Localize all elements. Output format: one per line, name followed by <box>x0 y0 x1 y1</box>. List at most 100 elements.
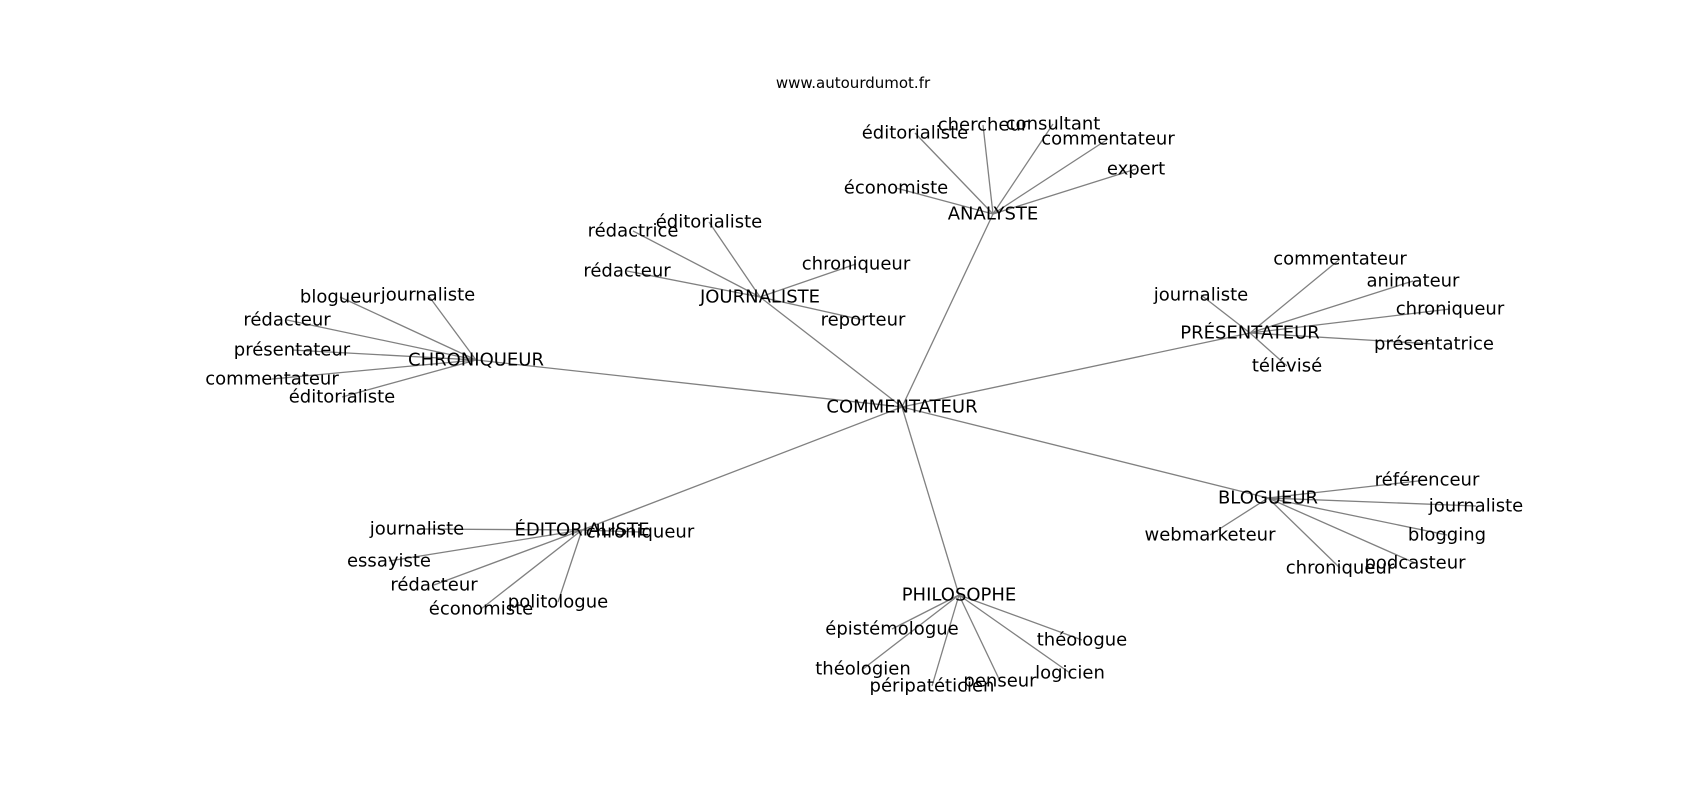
edge-hub-leaf <box>992 123 1054 215</box>
edge-hub-leaf <box>992 168 1137 215</box>
edge-root-hub <box>901 406 1269 499</box>
leaf-node-label: éditorialiste <box>656 212 763 233</box>
leaf-node-label: éditorialiste <box>862 123 969 144</box>
leaf-node-label: télévisé <box>1252 356 1322 377</box>
leaf-node-label: essayiste <box>347 551 431 572</box>
leaf-node-label: blogueur <box>300 287 381 308</box>
leaf-node-label: commentateur <box>1273 249 1407 270</box>
edge-hub-leaf <box>1267 479 1428 499</box>
leaf-node-label: chroniqueur <box>802 254 911 275</box>
edge-hub-leaf <box>1209 497 1269 536</box>
edge-hub-leaf <box>626 270 761 298</box>
edge-hub-leaf <box>1267 497 1477 507</box>
leaf-node-label: théologue <box>1037 630 1127 651</box>
edge-hub-leaf <box>632 230 761 298</box>
graph-labels: www.autourdumot.fr COMMENTATEURANALYSTEé… <box>205 74 1523 697</box>
edge-hub-leaf <box>341 359 477 398</box>
edge-root-hub <box>759 296 903 408</box>
edge-hub-leaf <box>992 138 1109 215</box>
leaf-node-label: éditorialiste <box>289 387 396 408</box>
edge-hub-leaf <box>982 124 994 215</box>
leaf-node-label: politologue <box>508 592 608 613</box>
edge-hub-leaf <box>427 294 477 361</box>
leaf-node-label: penseur <box>963 671 1037 692</box>
hub-node-label: ANALYSTE <box>948 204 1039 225</box>
edge-hub-leaf <box>1249 280 1414 334</box>
edge-hub-leaf <box>759 296 864 321</box>
edge-hub-leaf <box>1249 332 1288 367</box>
edge-root-hub <box>475 359 903 408</box>
edge-hub-leaf <box>958 594 1083 641</box>
leaf-node-label: rédacteur <box>243 310 331 331</box>
leaf-node-label: blogging <box>1408 525 1486 546</box>
leaf-node-label: péripatéticien <box>870 676 995 697</box>
edge-hub-leaf <box>557 529 583 603</box>
hub-node-label: PHILOSOPHE <box>902 585 1017 606</box>
edge-hub-leaf <box>862 594 960 670</box>
edge-root-hub <box>581 406 903 531</box>
edge-hub-leaf <box>1249 308 1451 334</box>
leaf-node-label: podcasteur <box>1364 553 1466 574</box>
edge-hub-leaf <box>1267 497 1341 569</box>
edge-hub-leaf <box>286 319 477 361</box>
leaf-node-label: journaliste <box>1428 496 1523 517</box>
leaf-node-label: chroniqueur <box>586 522 695 543</box>
edge-hub-leaf <box>1267 497 1416 564</box>
leaf-node-label: rédacteur <box>583 261 671 282</box>
edge-hub-leaf <box>388 529 583 562</box>
leaf-node-label: présentatrice <box>1374 334 1494 355</box>
leaf-node-label: chercheur <box>938 115 1029 136</box>
hub-node-label: CHRONIQUEUR <box>408 350 544 371</box>
leaf-node-label: rédacteur <box>390 575 478 596</box>
root-node-label: COMMENTATEUR <box>826 397 977 418</box>
edge-hub-leaf <box>708 221 761 298</box>
leaf-node-label: journaliste <box>1153 285 1248 306</box>
edge-root-hub <box>901 332 1251 408</box>
edge-root-hub <box>901 213 994 408</box>
leaf-node-label: journaliste <box>380 285 475 306</box>
leaf-node-label: référenceur <box>1375 470 1480 491</box>
edge-hub-leaf <box>416 528 583 531</box>
edge-hub-leaf <box>339 296 477 361</box>
leaf-node-label: logicien <box>1035 663 1105 684</box>
leaf-node-label: commentateur <box>1041 129 1175 150</box>
edge-hub-leaf <box>914 132 994 215</box>
edge-hub-leaf <box>291 349 477 361</box>
leaf-node-label: économiste <box>844 178 948 199</box>
edge-hub-leaf <box>480 529 583 610</box>
site-label: www.autourdumot.fr <box>776 74 931 92</box>
leaf-node-label: théologien <box>815 659 910 680</box>
edge-hub-leaf <box>931 594 960 687</box>
leaf-node-label: webmarketeur <box>1145 525 1277 546</box>
edge-hub-leaf <box>895 187 994 215</box>
leaf-node-label: reporteur <box>821 310 906 331</box>
graph-edges <box>271 123 1477 687</box>
edge-hub-leaf <box>1200 294 1251 334</box>
edge-hub-leaf <box>891 594 960 630</box>
leaf-node-label: chroniqueur <box>1286 558 1395 579</box>
edge-hub-leaf <box>759 263 857 298</box>
hub-node-label: ÉDITORIALISTE <box>515 519 650 541</box>
hub-node-label: BLOGUEUR <box>1218 488 1318 509</box>
leaf-node-label: épistémologue <box>825 619 958 640</box>
leaf-node-label: consultant <box>1006 114 1101 135</box>
edge-root-hub <box>901 406 960 596</box>
leaf-node-label: présentateur <box>234 340 351 361</box>
edge-hub-leaf <box>1249 332 1435 345</box>
edge-hub-leaf <box>958 594 1001 682</box>
leaf-node-label: journaliste <box>369 519 464 540</box>
leaf-node-label: commentateur <box>205 369 339 390</box>
leaf-node-label: expert <box>1107 159 1165 180</box>
edge-hub-leaf <box>271 359 477 380</box>
edge-hub-leaf <box>958 594 1071 674</box>
leaf-node-label: chroniqueur <box>1396 299 1505 320</box>
leaf-node-label: animateur <box>1367 271 1461 292</box>
hub-node-label: JOURNALISTE <box>699 287 820 308</box>
leaf-node-label: économiste <box>429 599 533 620</box>
edge-hub-leaf <box>433 529 583 586</box>
hub-node-label: PRÉSENTATEUR <box>1180 322 1320 344</box>
edge-hub-leaf <box>581 529 641 533</box>
leaf-node-label: rédactrice <box>588 221 679 242</box>
edge-hub-leaf <box>1249 258 1341 334</box>
